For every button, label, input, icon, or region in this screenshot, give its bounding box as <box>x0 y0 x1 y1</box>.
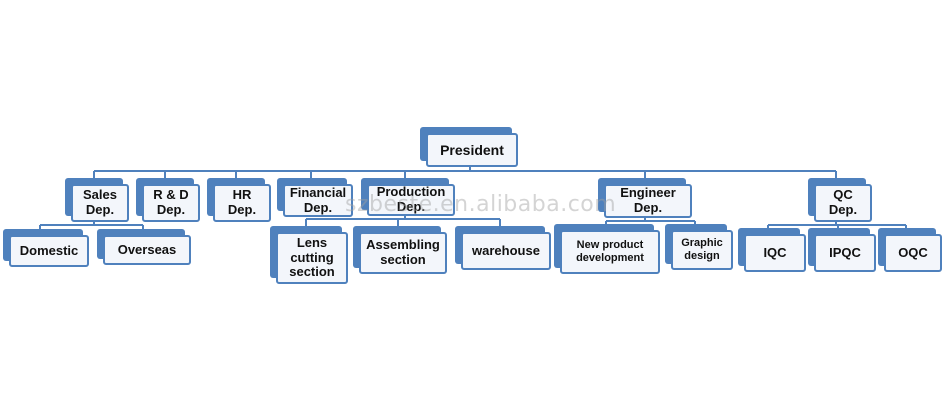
node-newproduct-label: New product development <box>560 230 660 274</box>
node-ipqc-label: IPQC <box>814 234 876 272</box>
node-production-label: Production Dep. <box>367 184 455 216</box>
node-rd-label: R & D Dep. <box>142 184 200 222</box>
node-sales-label: Sales Dep. <box>71 184 129 222</box>
node-iqc-label: IQC <box>744 234 806 272</box>
node-hr-label: HR Dep. <box>213 184 271 222</box>
node-financial-label: Financial Dep. <box>283 184 353 217</box>
node-warehouse-label: warehouse <box>461 232 551 270</box>
node-engineer-label: Engineer Dep. <box>604 184 692 218</box>
node-domestic-label: Domestic <box>9 235 89 267</box>
node-oqc-label: OQC <box>884 234 942 272</box>
node-assembling-label: Assembling section <box>359 232 447 274</box>
node-qc-label: QC Dep. <box>814 184 872 222</box>
node-lens-label: Lens cutting section <box>276 232 348 284</box>
node-president-label: President <box>426 133 518 167</box>
node-graphic-label: Graphic design <box>671 230 733 270</box>
node-overseas-label: Overseas <box>103 235 191 265</box>
